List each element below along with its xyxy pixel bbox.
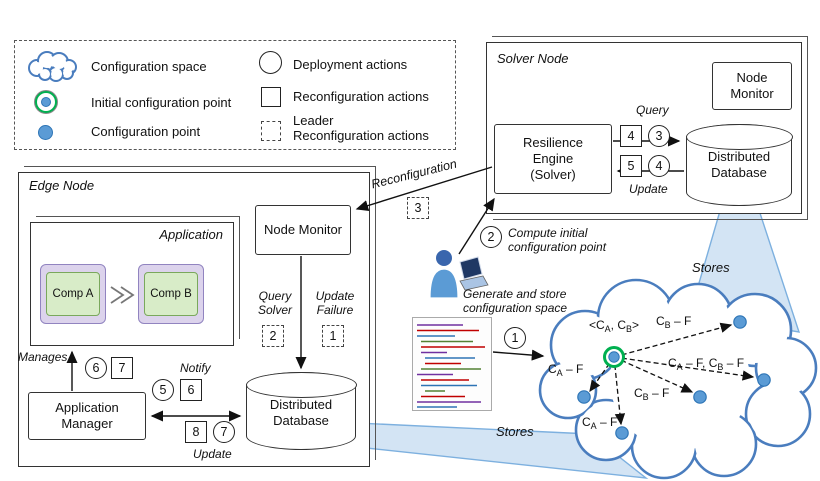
badge-notify-square: 6 (180, 379, 202, 401)
badge-manages-circle: 6 (85, 357, 107, 379)
update-label-edge: Update (193, 447, 232, 461)
badge-update-failure-dashed: 1 (322, 325, 344, 347)
legend-box: Configuration space Initial configuratio… (14, 40, 456, 150)
edge-node-title: Edge Node (29, 178, 95, 193)
legend-initial-configuration-point: Initial configuration point (91, 95, 232, 110)
configuration-point-2 (577, 390, 591, 404)
solver-distributed-database: Distributed Database (685, 123, 793, 206)
configuration-point-4 (693, 390, 707, 404)
configuration-point-5 (615, 426, 629, 440)
stores-label-bottom: Stores (496, 424, 534, 439)
edge-node-monitor: Node Monitor (255, 205, 351, 255)
badge-update-circle: 7 (213, 421, 235, 443)
initial-configuration-point-icon (35, 91, 57, 113)
badge-reconfiguration-dashed: 3 (407, 197, 429, 219)
badge-query-circle: 3 (648, 125, 670, 147)
cloud-label-p4: CB – F (634, 386, 670, 402)
cloud-label-p1: CB – F (656, 314, 692, 330)
comp-b: Comp B (144, 272, 198, 316)
compute-label: Compute initial configuration point (508, 226, 607, 255)
update-failure-label: Update Failure (315, 289, 355, 318)
cloud-icon (28, 51, 77, 82)
leader-reconfiguration-action-icon (261, 121, 281, 141)
badge-update-circle-solver: 4 (648, 155, 670, 177)
application-title: Application (159, 227, 223, 242)
configuration-point-3 (757, 373, 771, 387)
badge-update-square-solver: 5 (620, 155, 642, 177)
badge-notify-circle: 5 (152, 379, 174, 401)
resilience-engine: Resilience Engine (Solver) (494, 124, 612, 194)
solver-node-title: Solver Node (497, 51, 569, 66)
dashed-arrow-p5 (613, 356, 626, 426)
edge-distributed-database: Distributed Database (245, 371, 357, 450)
deployment-action-icon (259, 51, 282, 74)
code-lines (417, 324, 485, 408)
code-snippet (412, 317, 492, 411)
legend-deployment-actions: Deployment actions (293, 57, 408, 72)
badge-manages-square: 7 (111, 357, 133, 379)
legend-configuration-space: Configuration space (91, 59, 207, 74)
update-label-solver: Update (629, 182, 668, 196)
query-solver-label: Query Solver (257, 289, 292, 318)
generate-label: Generate and store configuration space (463, 287, 568, 316)
cloud-label-p5: CA – F (582, 415, 618, 431)
configuration-point-1 (733, 315, 747, 329)
cloud-label-p2: CA – F (548, 362, 584, 378)
stores-label-top: Stores (692, 260, 730, 275)
solver-node-monitor: Node Monitor (712, 62, 792, 110)
legend-configuration-point: Configuration point (91, 124, 201, 139)
comp-a: Comp A (46, 272, 100, 316)
reconfiguration-action-icon (261, 87, 281, 107)
initial-configuration-point (603, 346, 625, 368)
badge-compute-circle: 2 (480, 226, 502, 248)
badge-generate-circle: 1 (504, 327, 526, 349)
reconfiguration-label: Reconfiguration (369, 156, 459, 192)
query-label: Query (636, 103, 669, 117)
arrow-generate-to-cloud (492, 349, 545, 361)
configuration-point-icon (38, 125, 53, 140)
dashed-arrow-p2 (589, 356, 615, 393)
manages-label: Manages (18, 350, 68, 364)
cloud-center-label: <CA, CB> (588, 318, 640, 334)
legend-reconfiguration-actions: Reconfiguration actions (293, 89, 429, 104)
badge-update-square: 8 (185, 421, 207, 443)
badge-query-solver-dashed: 2 (262, 325, 284, 347)
application-manager: Application Manager (28, 392, 146, 440)
badge-query-square: 4 (620, 125, 642, 147)
legend-leader-reconfiguration-actions: Leader Reconfiguration actions (293, 113, 429, 143)
cloud-label-p3: CA – F, CB – F (668, 356, 745, 372)
notify-label: Notify (180, 361, 211, 375)
